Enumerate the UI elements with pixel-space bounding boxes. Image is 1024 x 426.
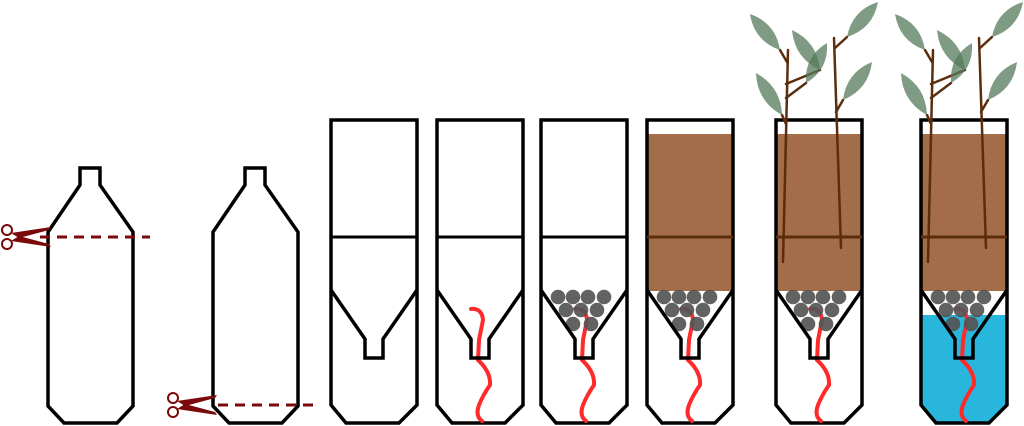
scissors-blade [177,395,217,406]
plant-stem [977,36,988,250]
soil [921,134,1007,291]
pebble [702,289,718,305]
pebble [960,289,976,305]
pebble [976,289,992,305]
pebble [656,289,672,305]
pebble [953,302,969,318]
step-add-soil [645,118,735,425]
pebble [800,316,816,332]
pebble [689,316,705,332]
scissors-icon [1,224,51,250]
pebble [930,289,946,305]
leaf [901,73,927,115]
bottle-body [329,118,419,425]
pebble [945,289,961,305]
wick [469,306,493,423]
funnel [329,289,419,360]
step-cut-top [1,166,150,425]
plant-branch [778,48,789,64]
bottle-body [539,118,629,425]
plant-branch [834,98,845,114]
plant-stem [781,48,790,264]
pebble [573,302,589,318]
leaf [843,62,872,100]
scissors-icon [167,392,217,418]
pebble [671,289,687,305]
leaf [992,2,1023,37]
pebble [664,302,680,318]
pebble [671,316,687,332]
pebble [695,302,711,318]
leaf [847,2,878,37]
plant-branch [780,113,788,126]
pebble [818,316,834,332]
leaf [895,14,925,50]
step-add-wick [435,118,525,425]
pebble [963,316,979,332]
funnel [435,289,525,360]
leaf [750,14,780,50]
pebble [945,316,961,332]
bottle-outline [46,166,135,425]
bottle-body [774,118,864,425]
pebble [969,302,985,318]
step-add-plants [750,2,878,425]
pebble [679,302,695,318]
pebble [596,289,612,305]
leaf [988,62,1017,100]
bottle-body [919,118,1009,425]
funnel [774,289,864,360]
pebble [580,289,596,305]
plant-branch [925,113,933,126]
soil [647,134,733,291]
scissors-blade [177,404,217,415]
pebble [583,316,599,332]
leaf [805,43,828,83]
bottle-outline [211,166,300,425]
pebble [800,289,816,305]
funnel [919,289,1009,360]
pebble [938,302,954,318]
pebble [815,289,831,305]
pebble [565,289,581,305]
funnel [645,289,735,360]
bottle-body [435,118,525,425]
pebble [558,302,574,318]
step-add-water [895,2,1023,425]
bottle-body [645,118,735,425]
water [921,315,1007,423]
scissors-handle [1,238,13,250]
step-add-pebbles [539,118,629,425]
leaf [756,73,782,115]
plant-branch [784,81,808,100]
soil [776,134,862,291]
scissors-handle [1,224,13,236]
pebble [793,302,809,318]
plant-branch [923,48,934,64]
pebble [565,316,581,332]
funnel [539,289,629,360]
pebble [550,289,566,305]
pebble [589,302,605,318]
plant-stem [832,36,843,250]
scissors-handle [167,406,179,418]
scissors-blade [11,236,51,247]
pebble [686,289,702,305]
plant-branch [929,81,953,100]
leaf [950,43,973,83]
pebble [831,289,847,305]
pebble [808,302,824,318]
step-cut-bottom [167,166,315,425]
pebble [785,289,801,305]
pebble [824,302,840,318]
plant-branch [979,98,990,114]
plant-branch [833,35,849,50]
scissors-blade [11,227,51,238]
scissors-handle [167,392,179,404]
plant-stem [926,48,935,264]
plant-branch [978,35,994,50]
step-assemble [329,118,419,425]
